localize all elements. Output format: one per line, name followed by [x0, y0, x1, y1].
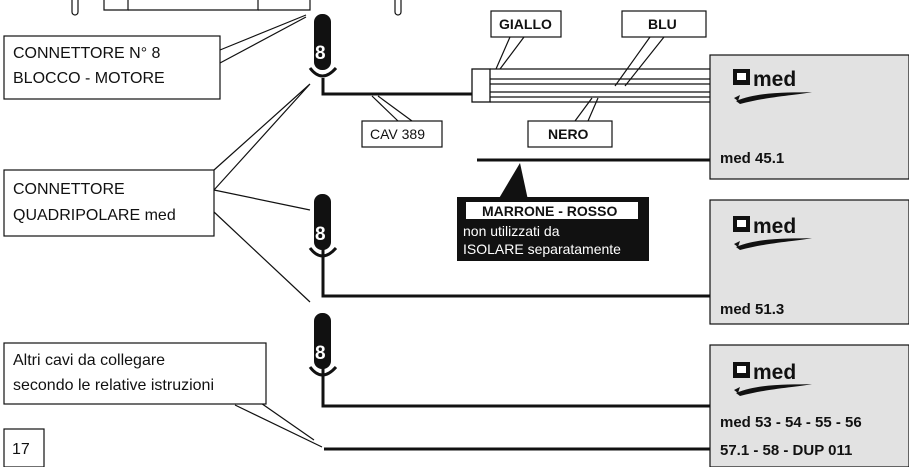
callout-connector-8: CONNETTORE N° 8 BLOCCO - MOTORE [3, 14, 307, 100]
svg-text:CONNETTORE: CONNETTORE [13, 181, 125, 198]
top-fragment [71, 0, 402, 16]
device-label-1: med 45.1 [720, 150, 784, 167]
connector-3: 8 [308, 313, 338, 377]
svg-text:CONNETTORE N° 8: CONNETTORE N° 8 [13, 45, 161, 62]
svg-text:med: med [753, 68, 796, 91]
device-label-3b: 57.1 - 58 - DUP 011 [720, 442, 852, 459]
med-logo-3: med [733, 361, 812, 396]
label-cable: CAV 389 [361, 95, 443, 148]
label-nero: NERO [527, 97, 613, 148]
callout-quad-connector: CONNETTORE QUADRIPOLARE med [3, 83, 311, 303]
callout-other-cables: Altri cavi da collegare secondo le relat… [3, 342, 323, 448]
svg-text:8: 8 [315, 43, 326, 64]
svg-text:NERO: NERO [548, 126, 589, 142]
svg-text:17: 17 [12, 441, 30, 458]
device-label-2: med 51.3 [720, 301, 784, 318]
svg-text:med: med [753, 361, 796, 384]
label-blu: BLU [614, 10, 707, 87]
svg-text:8: 8 [315, 343, 326, 364]
med-logo-1: med [733, 68, 812, 104]
svg-text:secondo le relative istruzioni: secondo le relative istruzioni [13, 377, 214, 394]
warning-block: MARRONE - ROSSO non utilizzati da ISOLAR… [457, 163, 649, 261]
svg-text:8: 8 [315, 224, 326, 245]
device-label-3a: med 53 - 54 - 55 - 56 [720, 414, 862, 431]
connector-2: 8 [308, 194, 338, 258]
svg-text:GIALLO: GIALLO [499, 16, 552, 32]
cable-bundle [471, 68, 710, 103]
svg-text:non utilizzati da: non utilizzati da [463, 223, 560, 239]
label-giallo: GIALLO [490, 10, 562, 70]
svg-text:Altri cavi da collegare: Altri cavi da collegare [13, 352, 165, 369]
svg-text:ISOLARE separatamente: ISOLARE separatamente [463, 241, 621, 257]
svg-text:med: med [753, 215, 796, 238]
svg-text:BLOCCO - MOTORE: BLOCCO - MOTORE [13, 70, 165, 87]
svg-text:QUADRIPOLARE med: QUADRIPOLARE med [13, 207, 176, 224]
connector-1: 8 [308, 14, 338, 78]
svg-text:CAV 389: CAV 389 [370, 126, 425, 142]
svg-text:BLU: BLU [648, 16, 677, 32]
page-number: 17 [3, 428, 45, 467]
svg-text:MARRONE - ROSSO: MARRONE - ROSSO [482, 203, 617, 219]
med-logo-2: med [733, 215, 812, 250]
